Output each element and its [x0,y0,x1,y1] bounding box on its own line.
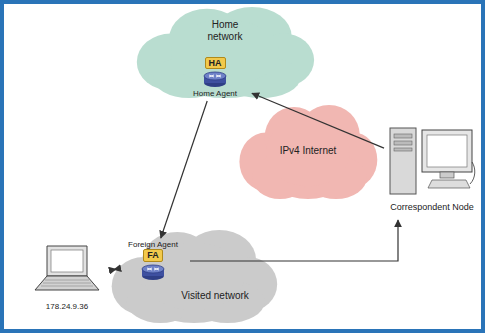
router-node: Foreign AgentFA [118,240,188,282]
network-label: IPv4 Internet [258,145,358,157]
network-label: Visited network [170,290,260,302]
link-arrow [161,101,207,238]
agent-label: Home Agent [193,89,237,98]
router-icon [140,263,166,281]
mobile-node: 178.24.9.36 [22,240,112,320]
network-cloud-node: IPv4 Internet [238,103,378,201]
agent-badge: FA [143,249,163,261]
host-computer: Correspondent Node [386,118,478,218]
router-node: HA Home Agent [180,57,250,99]
host-label: Correspondent Node [390,202,474,212]
network-cloud-node: Home networkHA Home Agent [135,5,315,100]
agent-label: Foreign Agent [128,240,178,249]
computer-icon [386,118,478,196]
router-icon [202,70,228,88]
link-arrow [114,269,116,271]
network-label: Home network [195,19,255,42]
agent-badge: HA [205,57,226,69]
laptop-icon [25,240,109,294]
network-cloud-node: Visited network Foreign AgentFA [110,228,278,325]
ip-address: 178.24.9.36 [46,302,88,311]
